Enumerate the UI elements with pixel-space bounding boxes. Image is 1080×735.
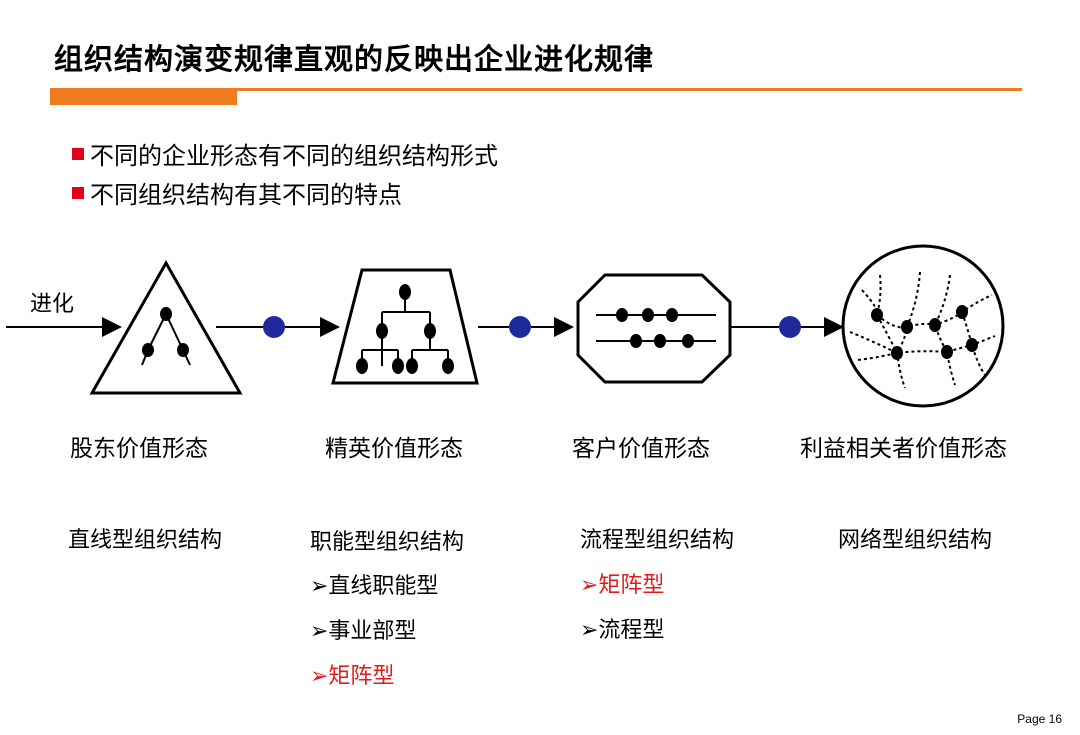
bullet-text: 不同组织结构有其不同的特点 xyxy=(90,181,402,209)
evolution-diagram xyxy=(6,244,1005,408)
connector-node xyxy=(509,316,531,338)
subtype-item-highlight: ➢矩阵型 xyxy=(580,573,665,598)
structure-label-process: 流程型组织结构 xyxy=(580,528,735,553)
title-underline-accent xyxy=(50,88,237,105)
network-structure-icon xyxy=(841,244,1005,408)
line-structure-icon xyxy=(89,259,243,395)
subtype-item: ➢事业部型 xyxy=(310,619,417,644)
evolution-label: 进化 xyxy=(30,292,75,317)
page-number: Page 16 xyxy=(1017,712,1062,726)
subtype-item: ➢流程型 xyxy=(580,618,665,643)
bullet-text: 不同的企业形态有不同的组织结构形式 xyxy=(90,142,498,170)
process-structure-icon xyxy=(576,273,732,384)
subtype-item: ➢直线职能型 xyxy=(310,574,439,599)
stage-label-elite: 精英价值形态 xyxy=(325,436,463,462)
bullet-item: 不同的企业形态有不同的组织结构形式 xyxy=(72,136,498,171)
stage-label-shareholder: 股东价值形态 xyxy=(70,436,208,462)
bullet-item: 不同组织结构有其不同的特点 xyxy=(72,175,402,210)
connector-node xyxy=(263,316,285,338)
title-underline xyxy=(50,88,1022,91)
stage-label-customer: 客户价值形态 xyxy=(572,436,710,462)
structure-label-network: 网络型组织结构 xyxy=(838,528,993,553)
structure-label-functional: 职能型组织结构 xyxy=(310,530,465,555)
stage-label-stakeholder: 利益相关者价值形态 xyxy=(800,436,1007,462)
functional-structure-icon xyxy=(331,268,479,385)
subtype-item-highlight: ➢矩阵型 xyxy=(310,664,395,689)
structure-label-line: 直线型组织结构 xyxy=(68,528,223,553)
square-bullet-icon xyxy=(72,186,84,199)
page-title: 组织结构演变规律直观的反映出企业进化规律 xyxy=(54,42,655,76)
connector-node xyxy=(779,316,801,338)
square-bullet-icon xyxy=(72,147,84,160)
